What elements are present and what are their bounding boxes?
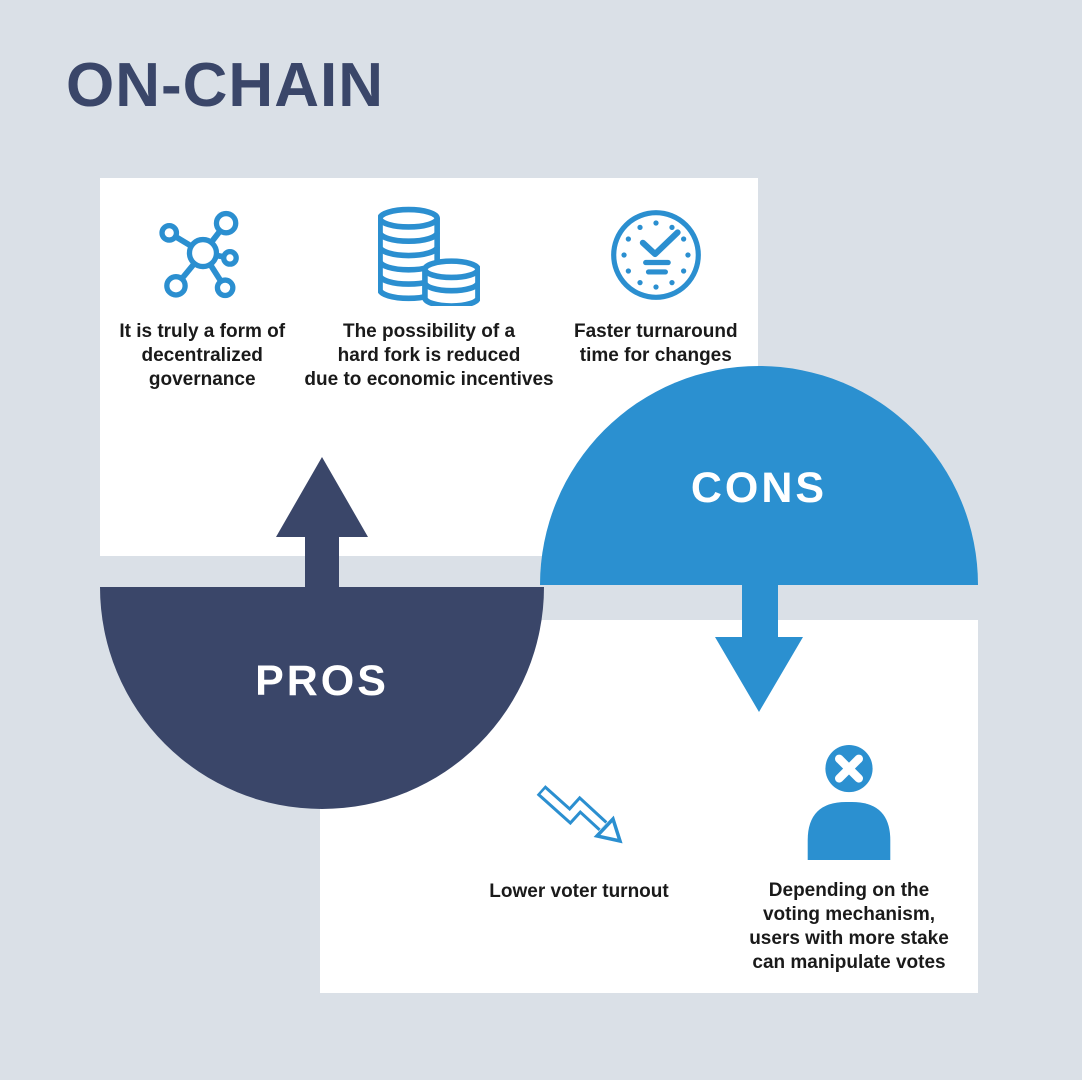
pros-label: PROS — [255, 657, 389, 705]
cons-caption-turnout: Lower voter turnout — [489, 881, 669, 902]
coins-stack-icon — [378, 200, 480, 310]
pros-item-decentralized: It is truly a form of decentralized gove… — [100, 178, 304, 556]
pros-item-hard-fork: The possibility of a hard fork is reduce… — [304, 178, 554, 556]
pros-caption-turnaround: Faster turnaround time for changes — [573, 321, 738, 366]
cons-label: CONS — [690, 464, 828, 512]
pros-card: It is truly a form of decentralized gove… — [100, 178, 758, 556]
clock-check-icon — [609, 200, 703, 310]
page-title: ON-CHAIN — [66, 51, 384, 120]
cons-item-stake: Depending on the voting mechanism, users… — [718, 744, 980, 975]
pros-item-turnaround: Faster turnaround time for changes — [554, 178, 758, 556]
cons-caption-stake: Depending on the voting mechanism, users… — [749, 880, 949, 973]
declining-arrow-icon — [527, 778, 632, 868]
pros-caption-decentralized: It is truly a form of decentralized gove… — [119, 321, 286, 390]
pros-caption-hard-fork: The possibility of a hard fork is reduce… — [304, 321, 554, 390]
cons-item-turnout: Lower voter turnout — [448, 778, 710, 904]
user-x-icon — [799, 744, 899, 867]
network-nodes-icon — [149, 200, 255, 310]
